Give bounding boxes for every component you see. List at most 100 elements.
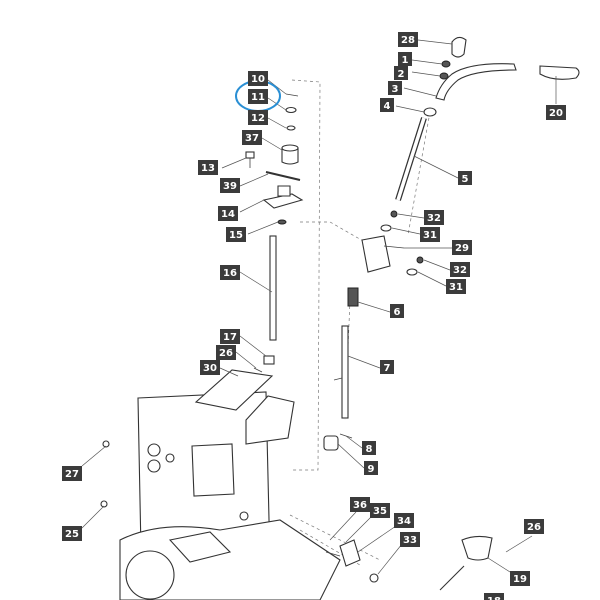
svg-text:28: 28 — [401, 35, 415, 46]
svg-text:18: 18 — [487, 596, 501, 600]
part-1-nut — [441, 60, 451, 68]
svg-text:27: 27 — [65, 469, 79, 480]
svg-text:31: 31 — [423, 230, 437, 241]
part-12-ring — [286, 125, 296, 131]
svg-text:31: 31 — [449, 282, 463, 293]
svg-text:6: 6 — [394, 307, 401, 318]
svg-text:3: 3 — [392, 84, 399, 95]
callout-28[interactable]: 28 — [398, 32, 418, 47]
part-20-grip — [539, 65, 580, 80]
callout-31a[interactable]: 31 — [420, 227, 440, 242]
svg-text:35: 35 — [373, 506, 387, 517]
svg-text:16: 16 — [223, 268, 237, 279]
callout-7[interactable]: 7 — [380, 360, 394, 374]
part-32b-pin — [416, 256, 424, 264]
part-2-washer — [439, 72, 449, 80]
callout-27[interactable]: 27 — [62, 466, 82, 481]
part-27-bolt — [102, 440, 110, 448]
callout-11[interactable]: 11 — [248, 89, 268, 104]
callout-5[interactable]: 5 — [458, 171, 472, 185]
part-4-bushing — [423, 107, 437, 117]
svg-text:8: 8 — [366, 444, 373, 455]
part-39-plate — [265, 171, 301, 181]
callout-8[interactable]: 8 — [362, 441, 376, 455]
assembly-guides — [289, 79, 431, 566]
part-19-fork — [439, 535, 493, 591]
part-13-bolt — [245, 151, 255, 168]
callout-26a[interactable]: 26 — [216, 345, 236, 360]
callout-29[interactable]: 29 — [452, 240, 472, 255]
callout-15[interactable]: 15 — [226, 227, 246, 242]
callout-labels: 28 1 2 3 4 20 10 11 12 37 13 39 14 15 5 … — [62, 32, 566, 600]
callout-32b[interactable]: 32 — [450, 262, 470, 277]
svg-text:15: 15 — [229, 230, 243, 241]
callout-25[interactable]: 25 — [62, 526, 82, 541]
svg-text:12: 12 — [251, 113, 265, 124]
part-25-bolt — [100, 500, 108, 508]
callout-3[interactable]: 3 — [388, 81, 402, 95]
callout-13[interactable]: 13 — [198, 160, 218, 175]
svg-text:11: 11 — [251, 92, 265, 103]
leader-lines — [81, 39, 557, 575]
callout-17[interactable]: 17 — [220, 329, 240, 344]
part-29-crank — [361, 235, 405, 273]
svg-text:25: 25 — [65, 529, 79, 540]
svg-text:36: 36 — [353, 500, 367, 511]
part-17-pin — [263, 355, 275, 365]
part-6-coupling — [347, 287, 359, 307]
callout-4[interactable]: 4 — [380, 98, 394, 112]
part-11-ring — [285, 106, 297, 114]
callout-19[interactable]: 19 — [510, 571, 530, 586]
svg-text:32: 32 — [453, 265, 467, 276]
svg-text:29: 29 — [455, 243, 469, 254]
part-10-clip — [285, 93, 299, 97]
callout-14[interactable]: 14 — [218, 206, 238, 221]
svg-text:26: 26 — [219, 348, 233, 359]
callout-30[interactable]: 30 — [200, 360, 220, 375]
callout-18[interactable]: 18 — [484, 593, 504, 600]
svg-text:4: 4 — [384, 101, 391, 112]
callout-16[interactable]: 16 — [220, 265, 240, 280]
part-housing — [119, 519, 341, 600]
part-9-clevis — [323, 435, 339, 451]
callout-36[interactable]: 36 — [350, 497, 370, 512]
svg-text:1: 1 — [402, 55, 409, 66]
callout-12[interactable]: 12 — [248, 110, 268, 125]
part-7-rod — [333, 325, 349, 419]
svg-text:33: 33 — [403, 535, 417, 546]
part-14-bracket — [262, 185, 304, 209]
svg-text:30: 30 — [203, 363, 217, 374]
callout-37[interactable]: 37 — [242, 130, 262, 145]
part-32a-pin — [390, 210, 398, 218]
callout-32a[interactable]: 32 — [424, 210, 444, 225]
svg-text:13: 13 — [201, 163, 215, 174]
callout-6[interactable]: 6 — [390, 304, 404, 318]
svg-text:2: 2 — [398, 69, 405, 80]
callout-9[interactable]: 9 — [364, 461, 378, 475]
part-28-knob — [451, 36, 467, 58]
part-26-pin — [253, 367, 263, 373]
parts — [100, 36, 580, 600]
callout-20[interactable]: 20 — [546, 105, 566, 120]
callout-2[interactable]: 2 — [394, 66, 408, 80]
callout-10[interactable]: 10 — [248, 71, 268, 86]
callout-1[interactable]: 1 — [398, 52, 412, 66]
svg-text:10: 10 — [251, 74, 265, 85]
callout-31b[interactable]: 31 — [446, 279, 466, 294]
part-31a-clip — [380, 224, 392, 232]
callout-34[interactable]: 34 — [394, 513, 414, 528]
part-16-rod — [269, 235, 277, 341]
svg-text:34: 34 — [397, 516, 411, 527]
svg-text:5: 5 — [462, 174, 469, 185]
svg-text:26: 26 — [527, 522, 541, 533]
callout-26b[interactable]: 26 — [524, 519, 544, 534]
svg-text:17: 17 — [223, 332, 237, 343]
callout-33[interactable]: 33 — [400, 532, 420, 547]
callout-39[interactable]: 39 — [220, 178, 240, 193]
svg-text:37: 37 — [245, 133, 259, 144]
svg-text:20: 20 — [549, 108, 563, 119]
part-3-lever — [435, 63, 517, 101]
callout-35[interactable]: 35 — [370, 503, 390, 518]
